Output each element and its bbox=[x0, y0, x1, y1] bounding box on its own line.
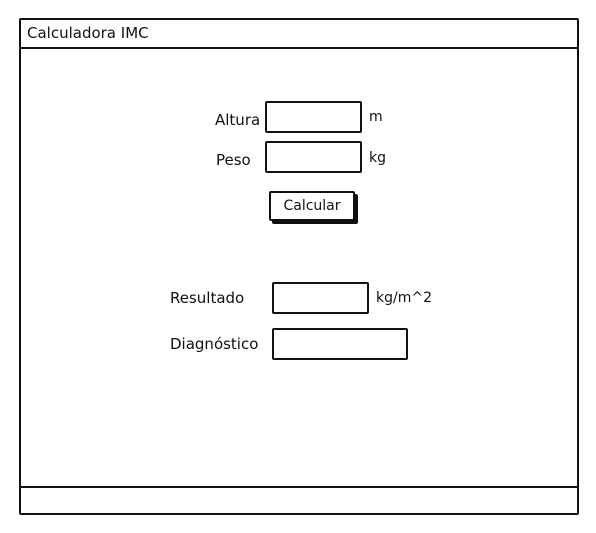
weight-input[interactable] bbox=[265, 141, 362, 173]
window-title: Calculadora IMC bbox=[27, 24, 149, 42]
calculate-button[interactable]: Calcular bbox=[269, 191, 355, 221]
result-unit: kg/m^2 bbox=[376, 290, 432, 306]
result-label: Resultado bbox=[170, 289, 245, 307]
height-unit: m bbox=[369, 109, 383, 125]
weight-label: Peso bbox=[216, 151, 251, 169]
diagnosis-output[interactable] bbox=[272, 328, 408, 360]
result-output[interactable] bbox=[272, 282, 369, 314]
bmi-calculator-window: Calculadora IMC Altura m Peso kg Calcula… bbox=[19, 18, 579, 515]
status-bar bbox=[21, 486, 577, 513]
height-input[interactable] bbox=[265, 101, 362, 133]
height-label: Altura bbox=[215, 111, 261, 129]
diagnosis-label: Diagnóstico bbox=[170, 335, 259, 353]
weight-unit: kg bbox=[369, 150, 386, 166]
window-titlebar: Calculadora IMC bbox=[21, 20, 577, 49]
